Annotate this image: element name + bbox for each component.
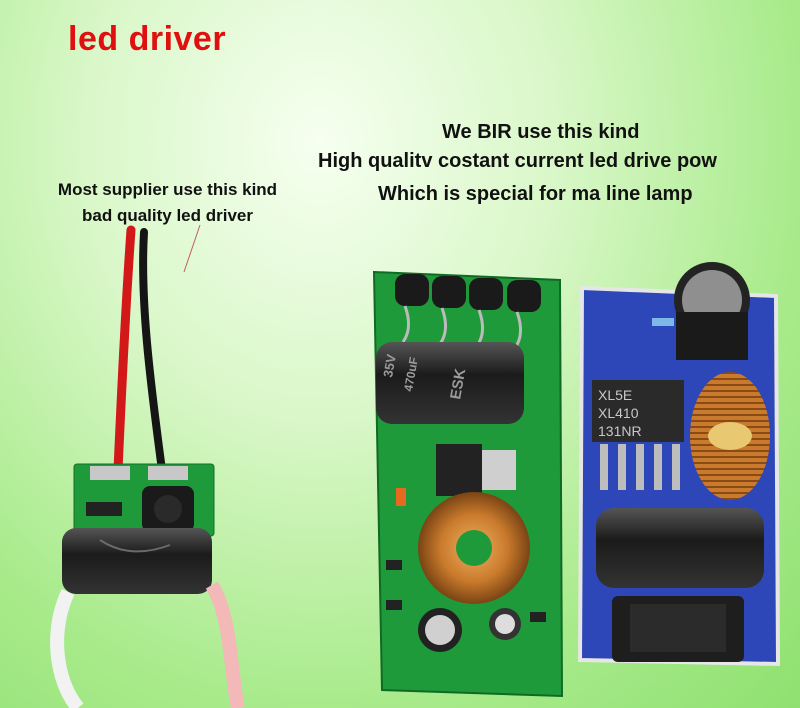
good-led-driver-green: 35V 470uF ESK <box>372 270 564 698</box>
solder-pad <box>148 466 188 480</box>
white-wire <box>50 589 84 708</box>
transistor <box>432 276 466 308</box>
bad-led-driver <box>50 224 245 708</box>
solder-pad <box>90 466 130 480</box>
black-wire <box>139 228 166 474</box>
left-caption-line-2: bad quality led driver <box>82 206 253 225</box>
coil-core <box>708 422 752 450</box>
left-caption: Most supplier use this kind bad quality … <box>40 180 295 226</box>
ic-marking-line-3: 131NR <box>598 423 642 439</box>
capacitor-marking <box>99 539 171 553</box>
transistor <box>507 280 541 312</box>
bottom-inductor-face <box>630 604 726 652</box>
capacitor-body <box>676 312 748 360</box>
resistor <box>652 318 674 326</box>
heat-tab <box>482 450 516 490</box>
title: led driver <box>68 20 227 58</box>
ic-chip <box>592 380 684 442</box>
toroid-hole <box>456 530 492 566</box>
good-led-driver-blue: XL5E XL410 131NR <box>577 262 781 667</box>
red-wire <box>113 225 136 475</box>
resistor <box>396 488 406 506</box>
small-capacitor-top <box>425 615 455 645</box>
ic-legs <box>600 444 680 490</box>
right-caption: We BIR use this kind High qualitv costan… <box>318 121 800 206</box>
capacitor-brand-label: ESK <box>447 367 469 400</box>
pointer-line <box>183 224 201 273</box>
ic-chip <box>436 444 482 496</box>
ic-marking-line-2: XL410 <box>598 405 639 421</box>
diode <box>86 502 122 516</box>
transistor <box>469 278 503 310</box>
pink-wire <box>205 581 245 708</box>
right-caption-line-2: High qualitv costant current led drive p… <box>318 150 717 172</box>
capacitor-voltage-label: 35V <box>380 353 399 379</box>
bad-driver-capacitor <box>62 528 212 594</box>
green-board-capacitor <box>376 342 524 424</box>
inductor-top <box>154 495 182 523</box>
blue-board-main-capacitor <box>596 508 764 588</box>
capacitor-capacity-label: 470uF <box>401 356 421 393</box>
right-caption-line-1: We BIR use this kind <box>442 121 640 143</box>
small-capacitor-top <box>495 614 515 634</box>
ic-marking-line-1: XL5E <box>598 387 632 403</box>
right-caption-line-3: Which is special for ma line lamp <box>378 183 693 205</box>
left-caption-line-1: Most supplier use this kind <box>57 180 278 199</box>
transistor <box>395 274 429 306</box>
transistor-row <box>395 274 541 349</box>
